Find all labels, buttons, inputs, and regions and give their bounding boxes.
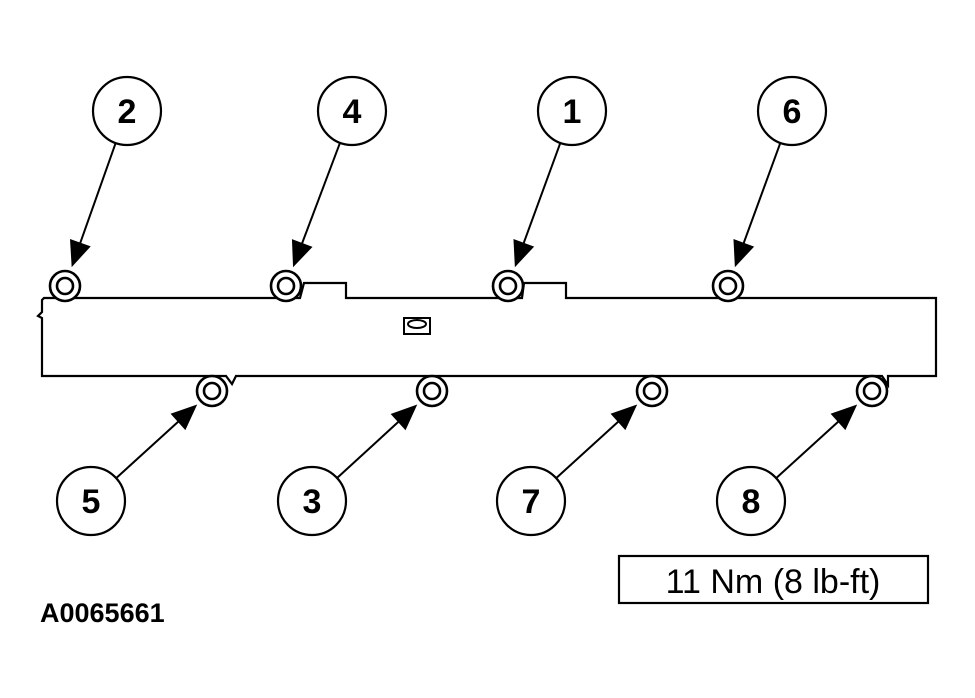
callout-number: 4 <box>343 93 362 131</box>
arrowhead-8 <box>830 404 858 431</box>
torque-spec-box: 11 Nm (8 lb-ft) <box>617 554 930 605</box>
callout-number: 8 <box>742 483 761 521</box>
bolt-3 <box>415 374 449 408</box>
bolt-4 <box>269 269 303 303</box>
rail-center-bracket <box>403 317 431 335</box>
arrowhead-6 <box>733 239 755 268</box>
arrowhead-7 <box>610 404 638 431</box>
arrowhead-1 <box>513 239 535 268</box>
callout-number: 5 <box>82 483 101 521</box>
arrowhead-3 <box>390 404 418 431</box>
callout-number: 7 <box>522 483 541 521</box>
arrowhead-5 <box>170 404 198 431</box>
callout-number: 1 <box>563 93 582 131</box>
bolt-6 <box>711 269 745 303</box>
bolt-7 <box>635 374 669 408</box>
callout-6: 6 <box>756 75 828 147</box>
callout-4: 4 <box>316 75 388 147</box>
callout-1: 1 <box>536 75 608 147</box>
bolt-1 <box>491 269 525 303</box>
callout-number: 3 <box>303 483 322 521</box>
callout-3: 3 <box>276 465 348 537</box>
arrowhead-4 <box>291 239 313 268</box>
callout-5: 5 <box>55 465 127 537</box>
callout-number: 6 <box>783 93 802 131</box>
callout-8: 8 <box>715 465 787 537</box>
bolt-5 <box>195 374 229 408</box>
figure-id: A0065661 <box>40 598 165 628</box>
torque-spec-text: 11 Nm (8 lb-ft) <box>666 563 881 601</box>
callout-2: 2 <box>91 75 163 147</box>
callout-number: 2 <box>118 93 137 131</box>
callout-7: 7 <box>495 465 567 537</box>
bolt-8 <box>855 374 889 408</box>
arrowhead-2 <box>69 238 91 268</box>
fuel-rail-body <box>36 281 938 389</box>
bolt-2 <box>48 269 82 303</box>
